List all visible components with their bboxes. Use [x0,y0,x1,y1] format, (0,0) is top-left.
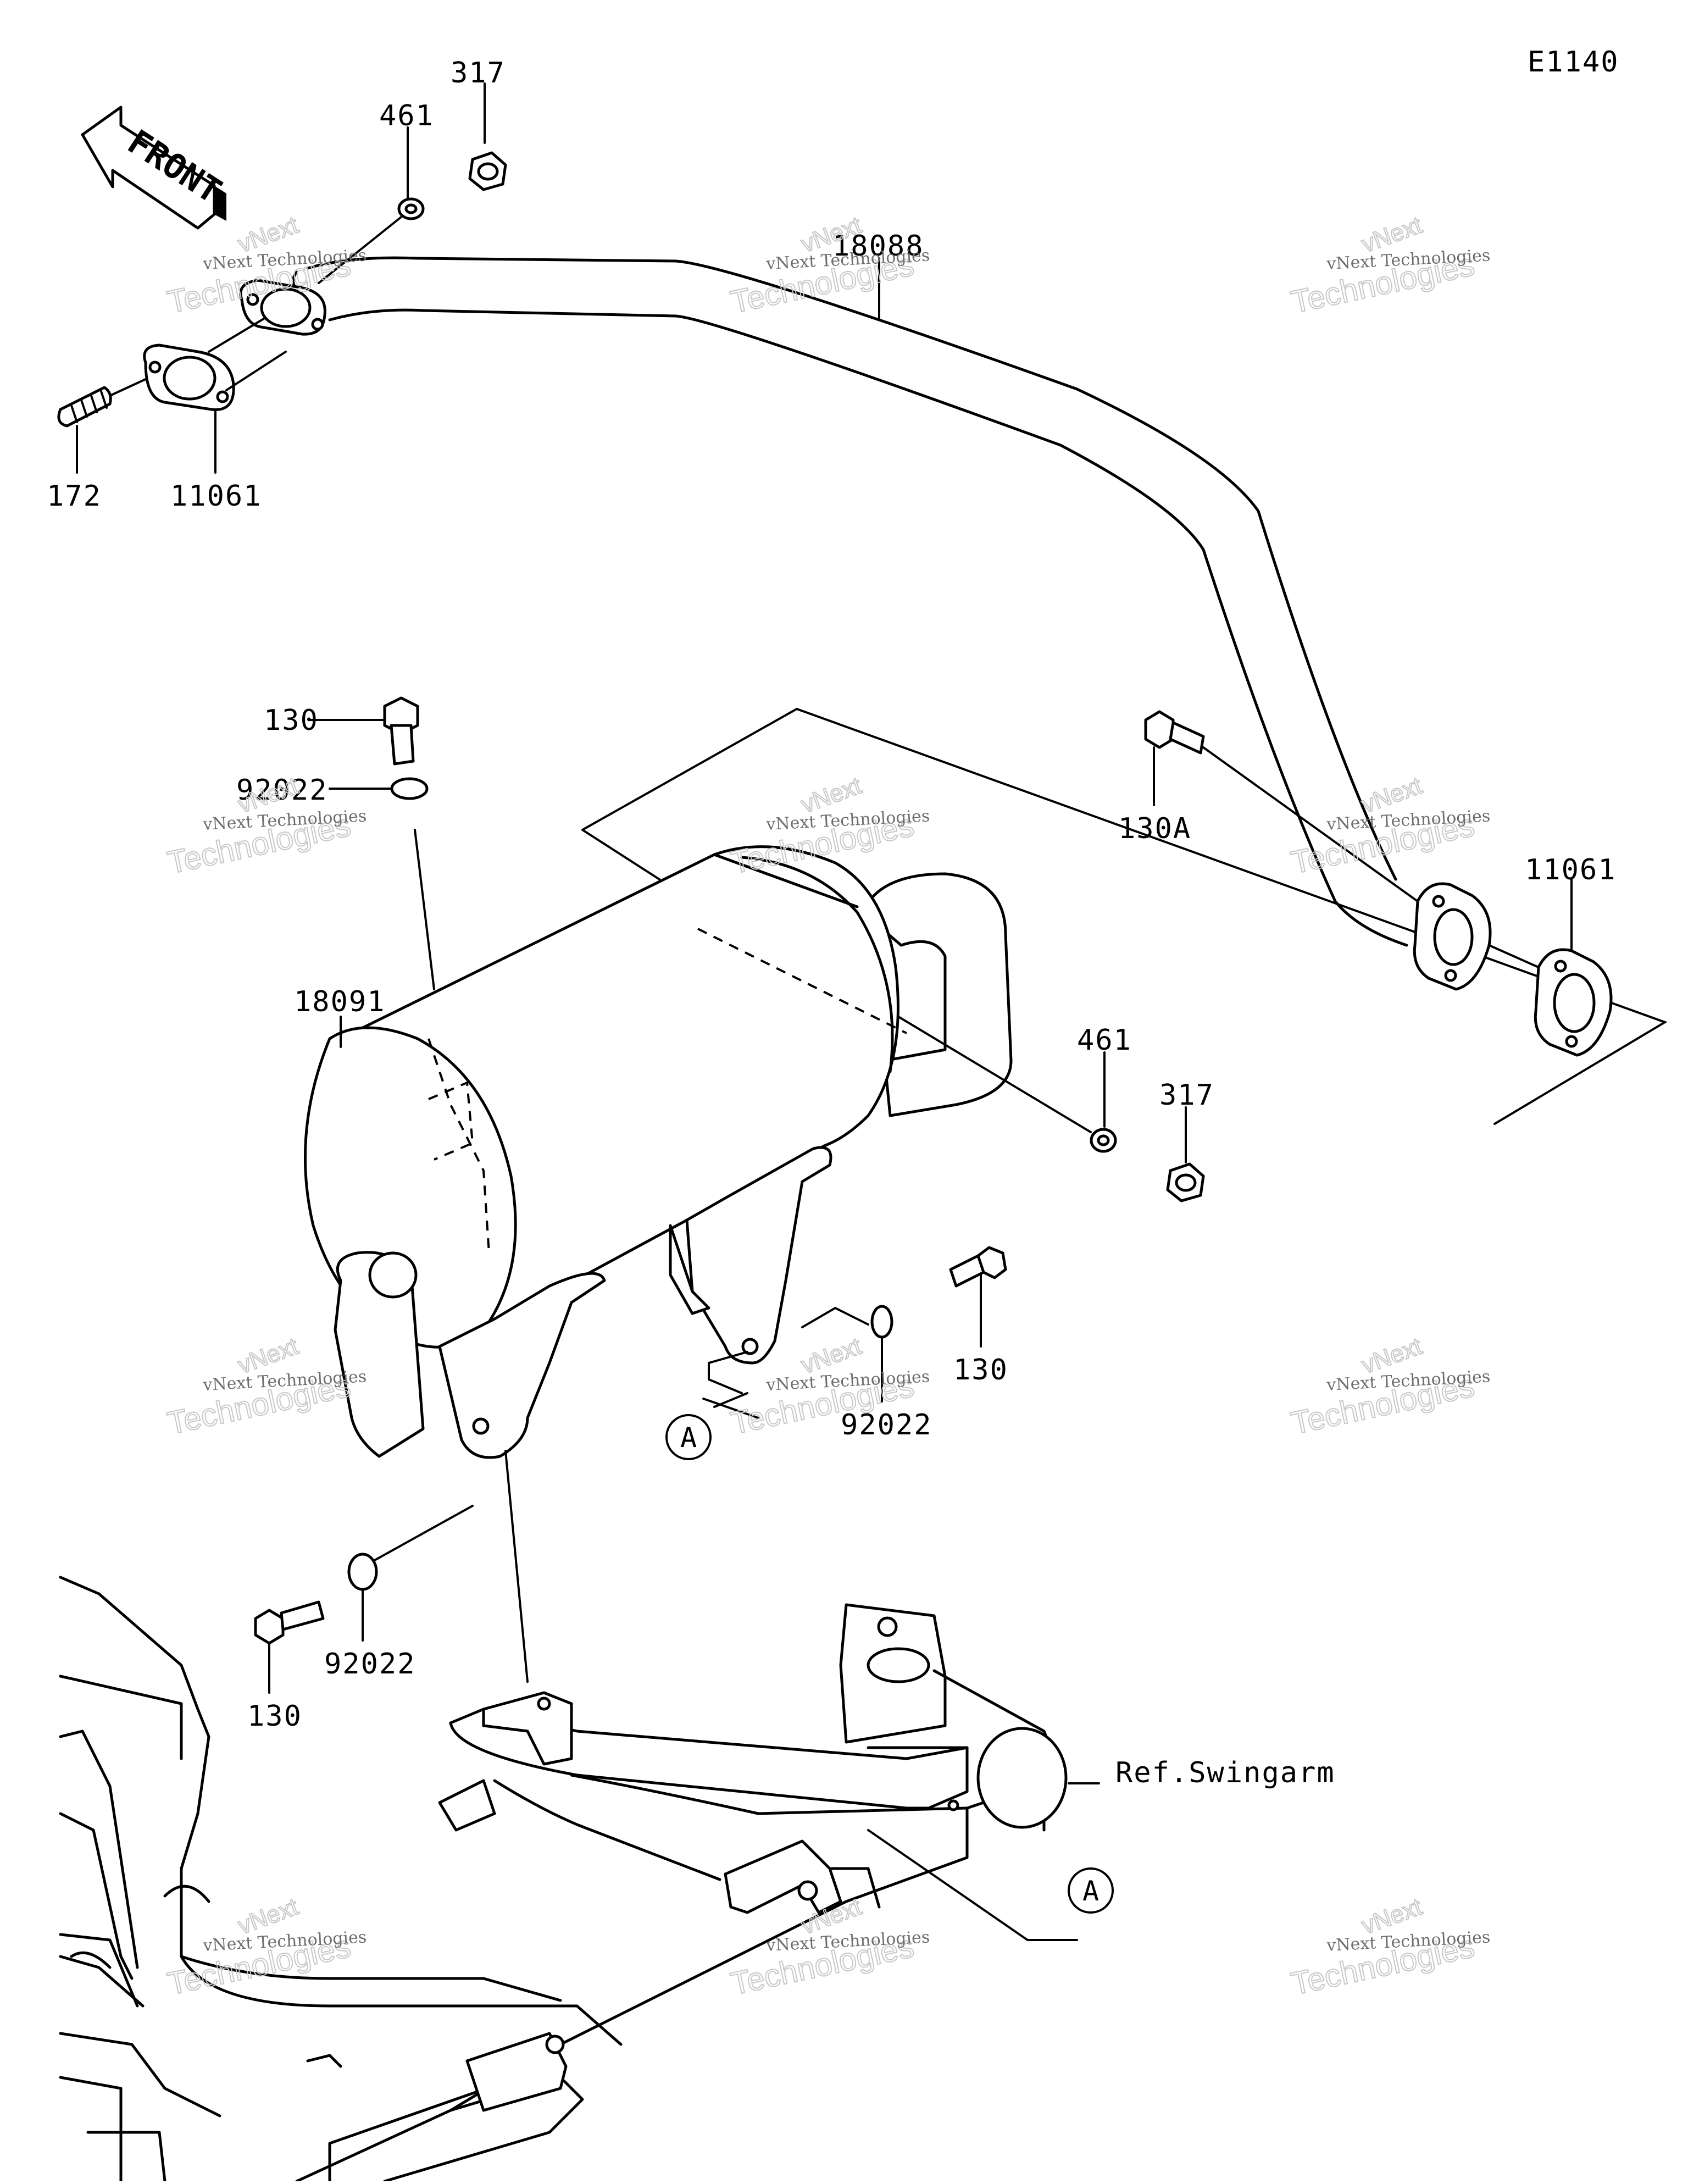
callout-130-lower: 130 [247,1700,302,1733]
diagram-code: E1140 [1528,46,1619,79]
front-arrow-icon: FRONT [81,106,229,230]
stud-bolt [57,378,147,428]
upper-flat-washer [390,777,429,800]
frame-swingarm [59,1576,1068,2183]
lower-lock-washer [1090,1128,1117,1153]
callout-18088: 18088 [832,230,924,263]
callout-labels: 317 461 172 11061 18088 130 92022 130A 1… [47,57,1617,1789]
reference-swingarm-label: Ref.Swingarm [1115,1756,1335,1789]
callout-130A: 130A [1118,812,1191,845]
lower-pipe-flange [1413,882,1492,991]
callout-130-right: 130 [953,1354,1008,1387]
muffler [303,845,1013,1459]
reference-marker-a-lower: A [1068,1867,1114,1914]
svg-text:A: A [1082,1875,1099,1907]
upper-gasket [143,343,235,411]
callout-461-upper: 461 [379,99,434,132]
leader-lines [76,82,1573,1941]
callout-130-upper: 130 [264,704,319,737]
front-flat-washer [347,1553,378,1591]
svg-text:A: A [680,1422,697,1454]
lower-nut [1166,1162,1205,1202]
callout-18091: 18091 [294,985,386,1018]
callout-172: 172 [47,480,102,513]
front-bracket-bolt [254,1600,325,1645]
callout-92022-lower: 92022 [324,1648,416,1681]
upper-mount-bolt [383,696,419,766]
rear-bracket-bolt [949,1246,1007,1288]
upper-lock-washer [397,197,425,220]
callout-317-upper: 317 [451,57,506,90]
lower-gasket [1534,948,1613,1057]
callout-11061-lower: 11061 [1525,853,1617,886]
upper-nut [468,151,507,191]
callout-461-lower: 461 [1077,1024,1132,1057]
reference-marker-a-upper: A [665,1414,712,1460]
rear-flat-washer [870,1305,893,1339]
callout-92022-mid: 92022 [841,1409,932,1442]
callout-317-lower: 317 [1159,1079,1214,1112]
flange-bolt [1144,710,1205,755]
callout-92022-upper: 92022 [236,774,328,807]
callout-11061-upper: 11061 [170,480,262,513]
